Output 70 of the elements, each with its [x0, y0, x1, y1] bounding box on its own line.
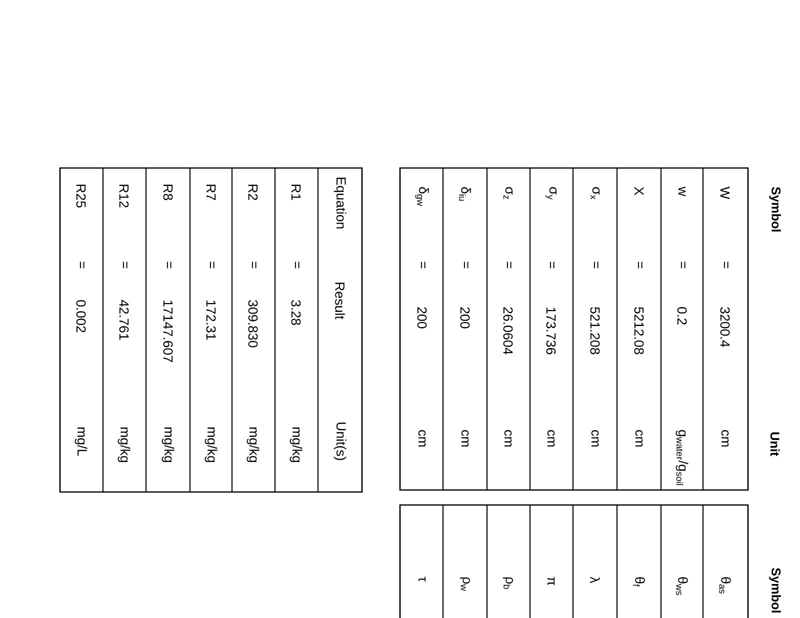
table-text: = — [506, 262, 512, 268]
column-header: Symbol — [769, 568, 781, 612]
table-text: mg/kg — [290, 427, 302, 462]
table-text: mg/kg — [162, 427, 174, 462]
table-text: 3.28 — [291, 300, 301, 325]
table-text: = — [80, 262, 84, 268]
table-text: cm — [461, 430, 469, 446]
table-text: R25 — [76, 184, 86, 208]
table-text: δ$_{iu}$ — [459, 187, 471, 201]
table-text: δ$_{gw}$ — [415, 187, 429, 206]
table-text: cm — [635, 430, 643, 446]
table-text: τ — [418, 576, 426, 582]
table-text: mg/L — [74, 427, 88, 456]
table-text: cm — [504, 430, 512, 446]
table-text: mg/kg — [118, 427, 130, 462]
table-text: θ$_{ws}$ — [676, 577, 688, 596]
table-text: R8 — [163, 184, 173, 200]
table-text: 5212.08 — [634, 307, 644, 354]
table-text: ρ$_{w}$ — [460, 577, 470, 591]
table-text: σ$_{y}$ — [546, 187, 556, 200]
table-text: cm — [591, 430, 599, 446]
table-text: R12 — [119, 184, 129, 208]
table-text: Unit(s) — [334, 422, 346, 460]
table-text: σ$_{x}$ — [590, 187, 600, 200]
table-text: θ$_{as}$ — [719, 577, 731, 594]
table-text: θ$_{f}$ — [633, 577, 645, 587]
table-text: X — [634, 186, 644, 196]
table-text: = — [294, 262, 300, 268]
table-text: 42.761 — [119, 300, 129, 340]
column-header: Symbol — [769, 186, 781, 232]
table-text: cm — [721, 430, 729, 446]
table-text: Equation — [334, 178, 346, 228]
table-text: = — [594, 262, 598, 268]
table-text: ρ$_{b}$ — [503, 577, 513, 589]
table-text: 200 — [417, 307, 427, 328]
table-text: cm — [418, 430, 426, 446]
table-text: g$_{water}$/g$_{soil}$ — [676, 430, 688, 485]
table-text: = — [724, 262, 728, 268]
table-text: = — [210, 262, 214, 268]
table-text: = — [122, 262, 128, 268]
table-text: 173.736 — [546, 308, 556, 354]
table-text: R2 — [248, 184, 258, 200]
table-text: Result — [335, 282, 345, 320]
table-text: 17147.607 — [163, 300, 173, 362]
table-text: W — [720, 186, 730, 200]
table-text: 172.31 — [206, 300, 216, 340]
table-text: 0.2 — [677, 307, 687, 324]
table-text: = — [550, 262, 554, 268]
table-text: σ$_{z}$ — [503, 187, 513, 200]
table-text: 309.830 — [248, 300, 258, 348]
table-text: π — [547, 577, 555, 586]
table-text: cm — [547, 430, 555, 446]
table-text: 200 — [460, 307, 470, 328]
table-text: = — [420, 262, 426, 268]
table-text: λ — [590, 576, 600, 584]
table-text: 521.208 — [590, 307, 600, 354]
table-text: = — [166, 262, 172, 268]
table-text: 3200.4 — [720, 307, 730, 347]
table-text: = — [638, 262, 642, 268]
table-text: mg/kg — [204, 427, 218, 462]
table-text: mg/kg — [246, 427, 260, 462]
table-text: = — [464, 262, 468, 268]
table-text: 0.002 — [76, 300, 86, 332]
table-text: w — [678, 186, 686, 196]
table-text: R1 — [291, 184, 301, 200]
table-text: = — [252, 262, 256, 268]
column-header: Unit — [770, 432, 780, 456]
table-text: 26.0604 — [503, 307, 513, 354]
table-text: R7 — [206, 184, 216, 200]
table-text: = — [680, 262, 686, 268]
